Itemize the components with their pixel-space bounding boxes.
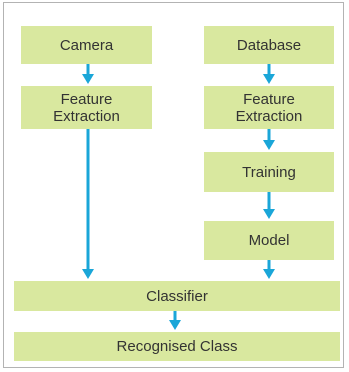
training-box: Training <box>204 152 334 192</box>
feature-extraction-left-box: Feature Extraction <box>21 86 152 129</box>
database-box: Database <box>204 26 334 64</box>
model-box: Model <box>204 221 334 260</box>
recognised-class-box: Recognised Class <box>14 332 340 361</box>
camera-box: Camera <box>21 26 152 64</box>
feature-extraction-right-box: Feature Extraction <box>204 86 334 129</box>
classifier-box: Classifier <box>14 281 340 311</box>
